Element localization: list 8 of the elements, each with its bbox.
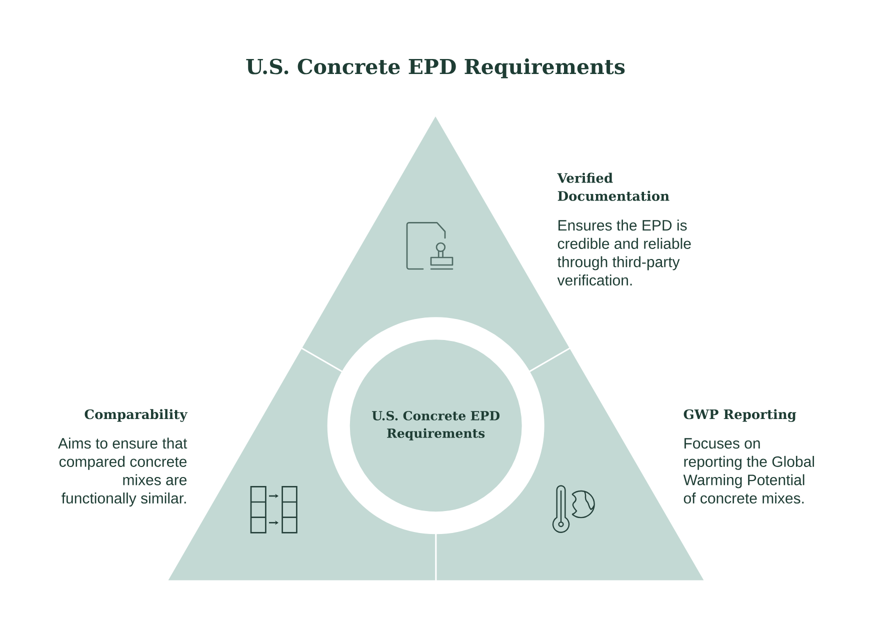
node-label: U.S. Concrete EPD Requirements — [372, 410, 500, 440]
section-heading: Verified Documentation — [557, 172, 670, 201]
title: U.S. Concrete EPD Requirements — [246, 58, 625, 78]
description-text: Ensures the EPD is credible and reliable through third-party verification. — [557, 220, 691, 286]
section-heading: GWP Reporting — [684, 409, 796, 422]
description-text: Aims to ensure that compared concrete mixes are functionally similar. — [58, 438, 188, 507]
section-heading: Comparability — [84, 409, 188, 422]
description-text: Focuses on reporting the Global Warming Potential of concrete mixes. — [683, 438, 814, 504]
